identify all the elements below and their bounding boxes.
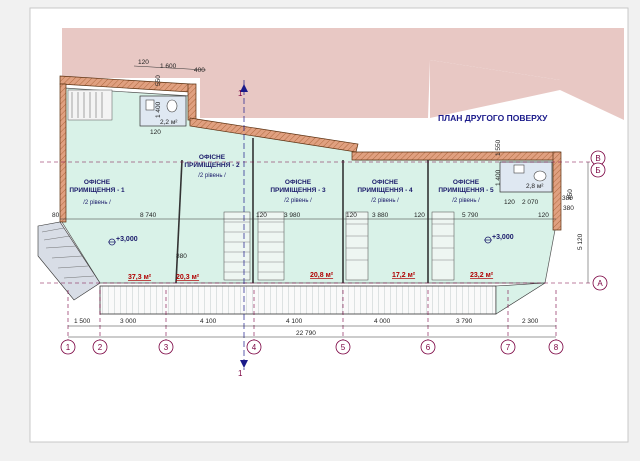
plan-title: ПЛАН ДРУГОГО ПОВЕРХУ <box>438 113 548 123</box>
room-2-level: /2 рівень / <box>198 173 226 179</box>
room-2-area: 20,3 м² <box>176 274 200 281</box>
svg-text:8 740: 8 740 <box>140 212 157 219</box>
svg-text:120: 120 <box>346 212 357 219</box>
room-3-area: 20,8 м² <box>310 272 334 279</box>
section-arrow-bottom <box>240 360 248 368</box>
svg-text:4: 4 <box>252 343 257 352</box>
svg-text:120: 120 <box>538 212 549 219</box>
section-mark-top: 1 <box>238 89 243 98</box>
svg-text:120: 120 <box>150 129 161 136</box>
stair-main <box>67 89 113 121</box>
svg-text:2 070: 2 070 <box>522 199 539 206</box>
room-1-level: /2 рівень / <box>83 200 111 206</box>
wc-2-area: 2,8 м² <box>526 183 544 190</box>
adjacent-building <box>62 28 624 120</box>
right-dim-450: 450 <box>567 189 574 200</box>
svg-text:80: 80 <box>52 212 60 219</box>
svg-text:550: 550 <box>155 75 162 86</box>
svg-text:120: 120 <box>256 212 267 219</box>
svg-text:В: В <box>595 154 600 163</box>
svg-text:3: 3 <box>164 343 169 352</box>
outside-stair <box>37 221 101 301</box>
room-3-level: /2 рівень / <box>284 198 312 204</box>
svg-text:1 500: 1 500 <box>74 318 91 325</box>
svg-text:3 000: 3 000 <box>120 318 137 325</box>
svg-text:4 100: 4 100 <box>200 318 217 325</box>
svg-text:1 400: 1 400 <box>495 169 502 186</box>
svg-text:3 790: 3 790 <box>456 318 473 325</box>
balcony-deck <box>99 285 497 315</box>
right-dim-5120: 5 120 <box>577 233 584 250</box>
top-dim-1600: 1 600 <box>160 63 177 70</box>
interior-stairs <box>223 211 455 281</box>
elevation-2: +3,000 <box>492 234 514 241</box>
svg-text:120: 120 <box>504 199 515 206</box>
interior-dims: 80 8 740 120 3 980 120 3 880 120 5 790 1… <box>52 205 574 219</box>
top-dim-400: 400 <box>194 67 205 74</box>
svg-text:380: 380 <box>563 205 574 212</box>
grid-axes-right: В Б А <box>590 150 608 291</box>
exterior-walls <box>59 75 562 231</box>
top-dim-120: 120 <box>138 59 149 66</box>
room-4-area: 17,2 м² <box>392 272 416 279</box>
svg-text:8: 8 <box>554 343 559 352</box>
svg-text:3 880: 3 880 <box>372 212 389 219</box>
section-mark-bottom: 1 <box>238 369 243 378</box>
room-4-level: /2 рівень / <box>371 198 399 204</box>
svg-text:6: 6 <box>426 343 431 352</box>
svg-text:4 100: 4 100 <box>286 318 303 325</box>
bottom-dims: 1 500 3 000 4 100 4 100 4 000 3 790 2 30… <box>74 318 539 337</box>
svg-text:880: 880 <box>176 253 187 260</box>
svg-text:380: 380 <box>562 195 573 202</box>
elevation-1: +3,000 <box>116 236 138 243</box>
svg-text:А: А <box>597 279 603 288</box>
svg-text:120: 120 <box>414 212 425 219</box>
section-arrow-top <box>240 84 248 92</box>
elevation-marks <box>108 236 492 246</box>
svg-text:2 300: 2 300 <box>522 318 539 325</box>
svg-text:2: 2 <box>98 343 103 352</box>
svg-text:5 790: 5 790 <box>462 212 479 219</box>
room-1-area: 37,3 м² <box>128 274 152 281</box>
wc-1-area: 2,2 м² <box>160 119 178 126</box>
room-5-area: 23,2 м² <box>470 272 494 279</box>
svg-text:5: 5 <box>341 343 346 352</box>
svg-text:Б: Б <box>595 166 600 175</box>
svg-text:1 550: 1 550 <box>495 139 502 156</box>
svg-text:1: 1 <box>66 343 71 352</box>
grid-axes-bottom: 1 2 3 4 5 6 7 8 <box>60 339 564 355</box>
svg-text:4 000: 4 000 <box>374 318 391 325</box>
svg-text:1 400: 1 400 <box>155 101 162 118</box>
room-5-level: /2 рівень / <box>452 198 480 204</box>
dimension-lines <box>60 162 589 338</box>
grid-lines <box>40 161 596 340</box>
svg-text:3 980: 3 980 <box>284 212 301 219</box>
total-dim: 22 790 <box>296 330 316 337</box>
svg-text:7: 7 <box>506 343 511 352</box>
